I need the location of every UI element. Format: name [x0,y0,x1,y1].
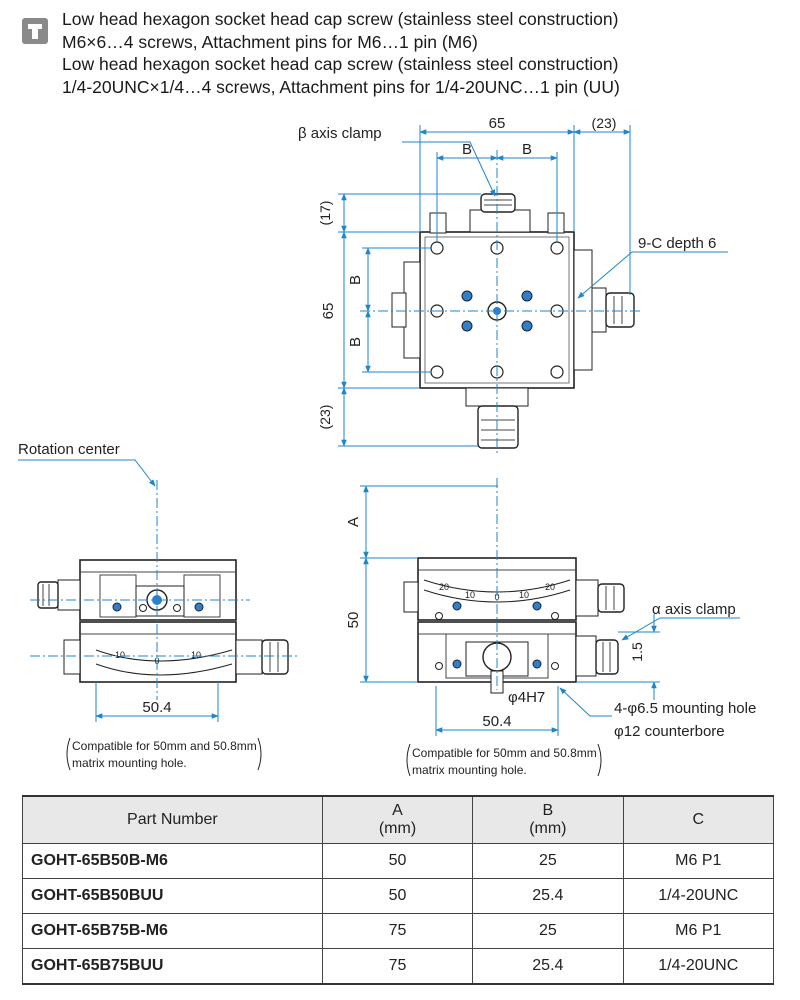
header-line-4: 1/4-20UNC×1/4…4 screws, Attachment pins … [62,76,620,97]
header-line-2: M6×6…4 screws, Attachment pins for M6…1 … [62,31,478,52]
rotation-center-label: Rotation center [18,441,120,458]
b-cell: 25.4 [472,948,624,985]
dim-65-left: 65 [320,303,337,320]
mount-hole-label: 4-φ6.5 mounting hole [614,700,756,717]
pin-label: φ4H7 [508,689,545,706]
screw-info-icon [22,18,48,44]
front-note-line-1: Compatible for 50mm and 50.8mm [412,746,597,760]
b-cell: 25 [472,913,624,949]
header-line-3: Low head hexagon socket head cap screw (… [62,54,619,74]
b-cell: 25 [472,843,624,879]
dim-b-upper: B [347,275,364,285]
front-scale-tick-1: 20 [439,582,449,592]
technical-drawing: β axis clamp 65 (23) B B (17) 65 B B (23… [18,115,756,777]
table-header-row: Part Number A(mm) B(mm) C [22,795,775,844]
table-row: GOHT-65B75BUU 75 25.4 1/4-20UNC [22,948,775,985]
dim-b-left: B [462,141,472,158]
left-side-view: 10 0 10 Rotation center 50.4 Compatible … [18,441,300,771]
beta-clamp-label: β axis clamp [298,125,382,142]
part-number-table: Part Number A(mm) B(mm) C GOHT-65B50B-M6… [22,795,775,985]
front-scale-tick-4: 10 [519,590,529,600]
col-header-b: B(mm) [472,795,624,844]
c-cell: 1/4-20UNC [622,948,775,985]
front-note-line-2: matrix mounting hole. [412,763,527,777]
part-number-cell: GOHT-65B50BUU [22,878,323,914]
c-cell: 1/4-20UNC [622,878,775,914]
left-note-line-2: matrix mounting hole. [72,756,187,770]
a-cell: 50 [321,878,474,914]
dim-17: (17) [317,201,333,226]
top-view: β axis clamp 65 (23) B B (17) 65 B B (23… [298,115,728,455]
col-header-c: C [622,795,775,844]
counterbore-label: φ12 counterbore [614,723,725,740]
header-line-1: Low head hexagon socket head cap screw (… [62,9,619,29]
left-dim-50-4: 50.4 [142,699,171,716]
front-scale-tick-3: 0 [494,592,499,602]
front-dim-50-4: 50.4 [482,713,511,730]
front-scale-tick-5: 20 [545,582,555,592]
part-number-cell: GOHT-65B50B-M6 [22,843,323,879]
a-cell: 75 [321,948,474,985]
left-note-line-1: Compatible for 50mm and 50.8mm [72,739,257,753]
col-header-a: A(mm) [321,795,474,844]
c-cell: M6 P1 [622,913,775,949]
front-view: 20 10 0 10 20 [345,478,756,777]
dim-1-5: 1.5 [629,642,645,662]
dim-b-right: B [522,141,532,158]
left-scale-tick-1: 10 [115,650,125,660]
dim-50: 50 [345,612,362,629]
left-scale-tick-3: 10 [191,650,201,660]
front-scale-tick-2: 10 [465,590,475,600]
b-cell: 25.4 [472,878,624,914]
c-cell: M6 P1 [622,843,775,879]
dim-65-top: 65 [489,115,506,132]
dim-23-bottom: (23) [317,405,333,430]
hole-callout-label: 9-C depth 6 [638,235,716,252]
dim-b-lower: B [347,337,364,347]
part-number-cell: GOHT-65B75BUU [22,948,323,985]
table-row: GOHT-65B75B-M6 75 25 M6 P1 [22,913,775,949]
table-row: GOHT-65B50B-M6 50 25 M6 P1 [22,843,775,879]
a-cell: 75 [321,913,474,949]
a-cell: 50 [321,843,474,879]
alpha-clamp-label: α axis clamp [652,601,736,618]
part-number-cell: GOHT-65B75B-M6 [22,913,323,949]
col-header-part-number: Part Number [22,795,323,844]
dim-23-right: (23) [592,115,617,131]
dim-a: A [345,517,362,527]
table-row: GOHT-65B50BUU 50 25.4 1/4-20UNC [22,878,775,914]
